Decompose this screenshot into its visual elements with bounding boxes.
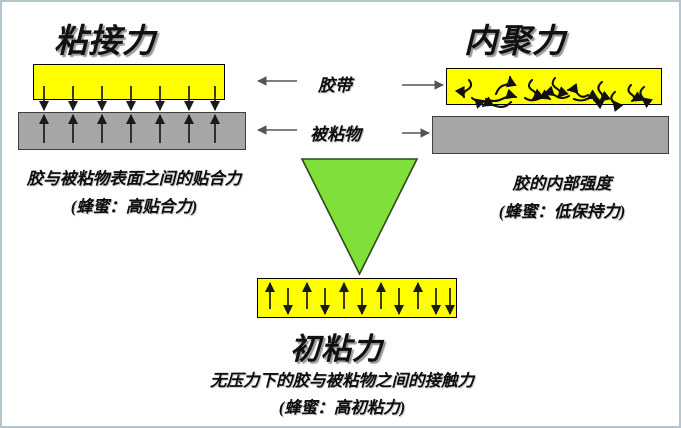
cohesion-substrate-block [432,116,669,154]
tack-tape-block [257,278,457,318]
caption-tack-line2: (蜂蜜：高初粘力) [278,398,406,417]
caption-tack-line1: 无压力下的胶与被粘物之间的接触力 [210,371,474,390]
title-cohesion: 内聚力 [464,24,566,60]
caption-cohesion-line1: 胶的内部强度 [512,174,612,193]
cohesion-tape-block [446,68,662,105]
center-label-tape: 胶带 [318,76,352,95]
title-tack: 初粘力 [290,333,383,366]
center-label-substrate: 被粘物 [310,125,361,144]
adhesion-substrate-block [18,112,246,150]
caption-cohesion-line2: (蜂蜜：低保持力) [498,202,626,221]
adhesion-tape-block [33,64,225,100]
green-triangle [300,158,419,276]
caption-adhesion-line2: (蜂蜜：高贴合力) [70,197,198,216]
title-adhesion: 粘接力 [54,24,156,60]
caption-adhesion-line1: 胶与被粘物表面之间的贴合力 [26,169,242,188]
